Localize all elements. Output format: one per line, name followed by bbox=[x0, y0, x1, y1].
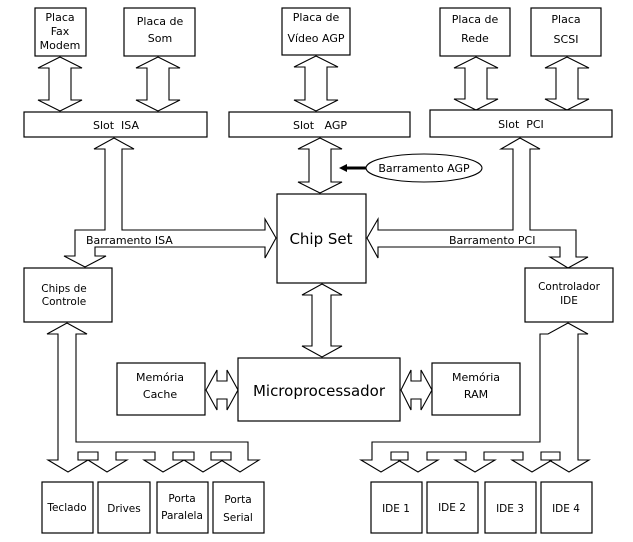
isa-bus-arrow bbox=[63, 137, 277, 268]
control-chips-line2: Controle bbox=[42, 296, 86, 308]
serial-line1: Porta bbox=[224, 494, 251, 506]
peripheral-keyboard: Teclado bbox=[41, 481, 94, 534]
ide-device-1: IDE 1 bbox=[370, 481, 423, 534]
ide-controller-line2: IDE bbox=[560, 295, 578, 307]
card-network-line2: Rede bbox=[461, 32, 489, 45]
arrow-video-agp bbox=[293, 55, 339, 112]
card-fax-modem-line2: Fax bbox=[51, 25, 70, 38]
card-sound: Placa de Som bbox=[123, 7, 196, 57]
cpu-label: Microprocessador bbox=[253, 382, 386, 400]
arrow-agp-chipset bbox=[297, 137, 343, 194]
ram-line2: RAM bbox=[464, 388, 488, 401]
cache-line1: Memória bbox=[136, 371, 184, 384]
control-chips-box: Chips de Controle bbox=[23, 267, 113, 323]
card-slot-arrows bbox=[37, 55, 590, 112]
arrow-sound-isa bbox=[135, 56, 181, 112]
isa-bus-label: Barramento ISA bbox=[86, 234, 173, 247]
ide-device-4: IDE 4 bbox=[540, 481, 593, 534]
ram-line1: Memória bbox=[452, 371, 500, 384]
card-video-line2: Vídeo AGP bbox=[287, 32, 344, 45]
slot-agp-label: Slot AGP bbox=[293, 119, 347, 132]
arrow-chipset-cpu bbox=[301, 283, 343, 358]
ram-box: Memória RAM bbox=[431, 362, 521, 416]
agp-pointer-head bbox=[339, 164, 347, 172]
ide-bus bbox=[359, 322, 591, 473]
peripheral-bus-trunk bbox=[46, 322, 261, 473]
card-fax-modem-line1: Placa bbox=[45, 11, 74, 24]
control-chips-line1: Chips de bbox=[41, 283, 87, 295]
slot-pci: Slot PCI bbox=[429, 109, 613, 138]
slot-agp: Slot AGP bbox=[228, 111, 411, 138]
card-scsi-line2: SCSI bbox=[554, 33, 579, 46]
ide-controller-box: Controlador IDE bbox=[524, 267, 614, 323]
card-scsi-line1: Placa bbox=[551, 13, 580, 26]
pci-bus-arrow bbox=[366, 137, 589, 269]
arrow-network-pci bbox=[453, 56, 499, 111]
ide-device-3: IDE 3 bbox=[484, 481, 537, 534]
pci-bus-label: Barramento PCI bbox=[449, 234, 535, 247]
keyboard-label: Teclado bbox=[46, 502, 86, 514]
card-fax-modem-line3: Modem bbox=[40, 39, 81, 52]
arrow-scsi-pci bbox=[544, 56, 590, 111]
ide-controller-line1: Controlador bbox=[538, 281, 600, 293]
ide-4-label: IDE 4 bbox=[552, 503, 580, 515]
cache-box: Memória Cache bbox=[116, 362, 206, 416]
parallel-line1: Porta bbox=[168, 493, 195, 505]
peripheral-parallel-port: Porta Paralela bbox=[156, 481, 209, 534]
chipset-label: Chip Set bbox=[289, 230, 352, 248]
arrow-cpu-ram bbox=[400, 369, 433, 411]
agp-bus-callout: Barramento AGP bbox=[339, 153, 483, 183]
card-network-line1: Placa de bbox=[452, 13, 499, 26]
card-network: Placa de Rede bbox=[439, 7, 511, 57]
peripheral-bus bbox=[46, 322, 261, 473]
arrow-cache-cpu bbox=[205, 369, 239, 411]
ide-2-label: IDE 2 bbox=[438, 502, 466, 514]
peripheral-drives: Drives bbox=[97, 481, 151, 534]
slot-pci-label: Slot PCI bbox=[498, 118, 544, 131]
cache-line2: Cache bbox=[143, 388, 177, 401]
serial-line2: Serial bbox=[223, 512, 253, 524]
ide-bus-trunk bbox=[359, 322, 591, 473]
card-fax-modem: Placa Fax Modem bbox=[34, 7, 87, 57]
peripheral-serial-port: Porta Serial bbox=[212, 481, 265, 534]
parallel-line2: Paralela bbox=[161, 510, 203, 522]
card-video-agp: Placa de Vídeo AGP bbox=[281, 7, 351, 56]
card-sound-line1: Placa de bbox=[137, 15, 184, 28]
card-sound-line2: Som bbox=[148, 32, 172, 45]
ide-3-label: IDE 3 bbox=[496, 503, 524, 515]
slot-isa: Slot ISA bbox=[23, 111, 208, 138]
slot-isa-label: Slot ISA bbox=[93, 119, 140, 132]
drives-label: Drives bbox=[107, 503, 140, 515]
card-video-line1: Placa de bbox=[293, 11, 340, 24]
ide-1-label: IDE 1 bbox=[382, 503, 410, 515]
agp-bus-label: Barramento AGP bbox=[378, 162, 470, 175]
ide-device-2: IDE 2 bbox=[426, 481, 479, 534]
arrow-faxmodem-isa bbox=[37, 56, 83, 112]
card-scsi: Placa SCSI bbox=[530, 7, 602, 57]
chipset-box: Chip Set bbox=[276, 193, 367, 284]
cpu-box: Microprocessador bbox=[237, 357, 401, 422]
